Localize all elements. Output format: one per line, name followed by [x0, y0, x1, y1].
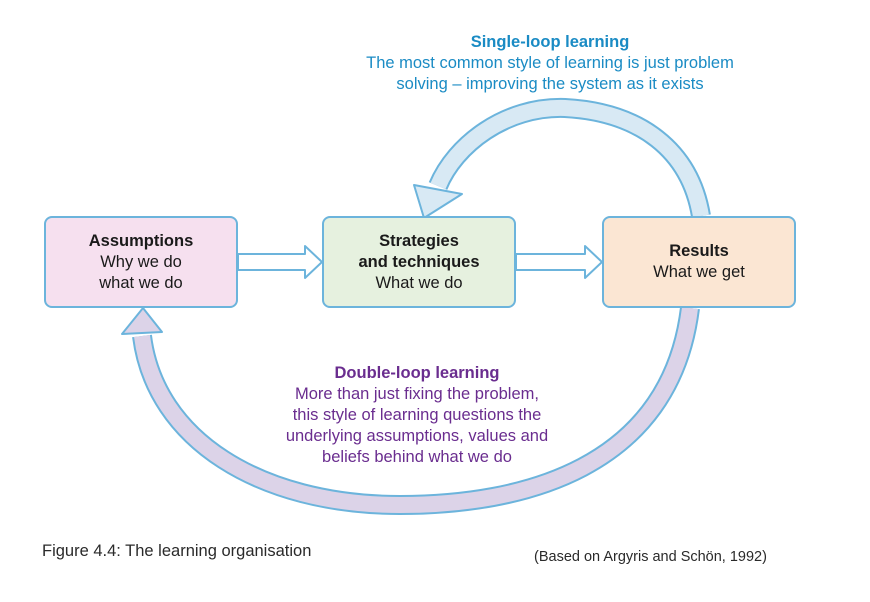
double-loop-arrow: [121, 306, 700, 516]
strategies-title-continued: and techniques: [358, 252, 480, 271]
double-loop-title: Double-loop learning: [334, 364, 500, 382]
double-loop-description-line: this style of learning questions the: [292, 406, 542, 424]
assumptions-box: Assumptions Why we do what we do: [44, 216, 238, 308]
assumptions-line: Why we do: [100, 252, 182, 271]
assumptions-line: what we do: [99, 273, 183, 292]
results-box: Results What we get: [602, 216, 796, 308]
single-loop-arrow: [413, 97, 711, 219]
strategies-line: What we do: [375, 273, 463, 292]
single-loop-description-line: The most common style of learning is jus…: [366, 54, 734, 72]
arrow-strategies-to-results: [515, 245, 603, 279]
strategies-title: Strategies: [379, 231, 459, 250]
arrow-assumptions-to-strategies: [237, 245, 323, 279]
double-loop-description-line: beliefs behind what we do: [322, 448, 512, 466]
strategies-box: Strategies and techniques What we do: [322, 216, 516, 308]
assumptions-title: Assumptions: [88, 231, 194, 250]
double-loop-description-line: underlying assumptions, values and: [285, 427, 549, 445]
figure-source: (Based on Argyris and Schön, 1992): [534, 549, 767, 565]
figure-caption: Figure 4.4: The learning organisation: [42, 542, 312, 560]
single-loop-title: Single-loop learning: [470, 33, 630, 51]
double-loop-description-line: More than just fixing the problem,: [295, 385, 539, 403]
single-loop-description-line: solving – improving the system as it exi…: [396, 75, 704, 93]
results-line: What we get: [653, 263, 745, 281]
double-loop-caption: Double-loop learning More than just fixi…: [232, 363, 602, 468]
single-loop-caption: Single-loop learning The most common sty…: [300, 32, 800, 95]
results-title: Results: [669, 242, 729, 260]
